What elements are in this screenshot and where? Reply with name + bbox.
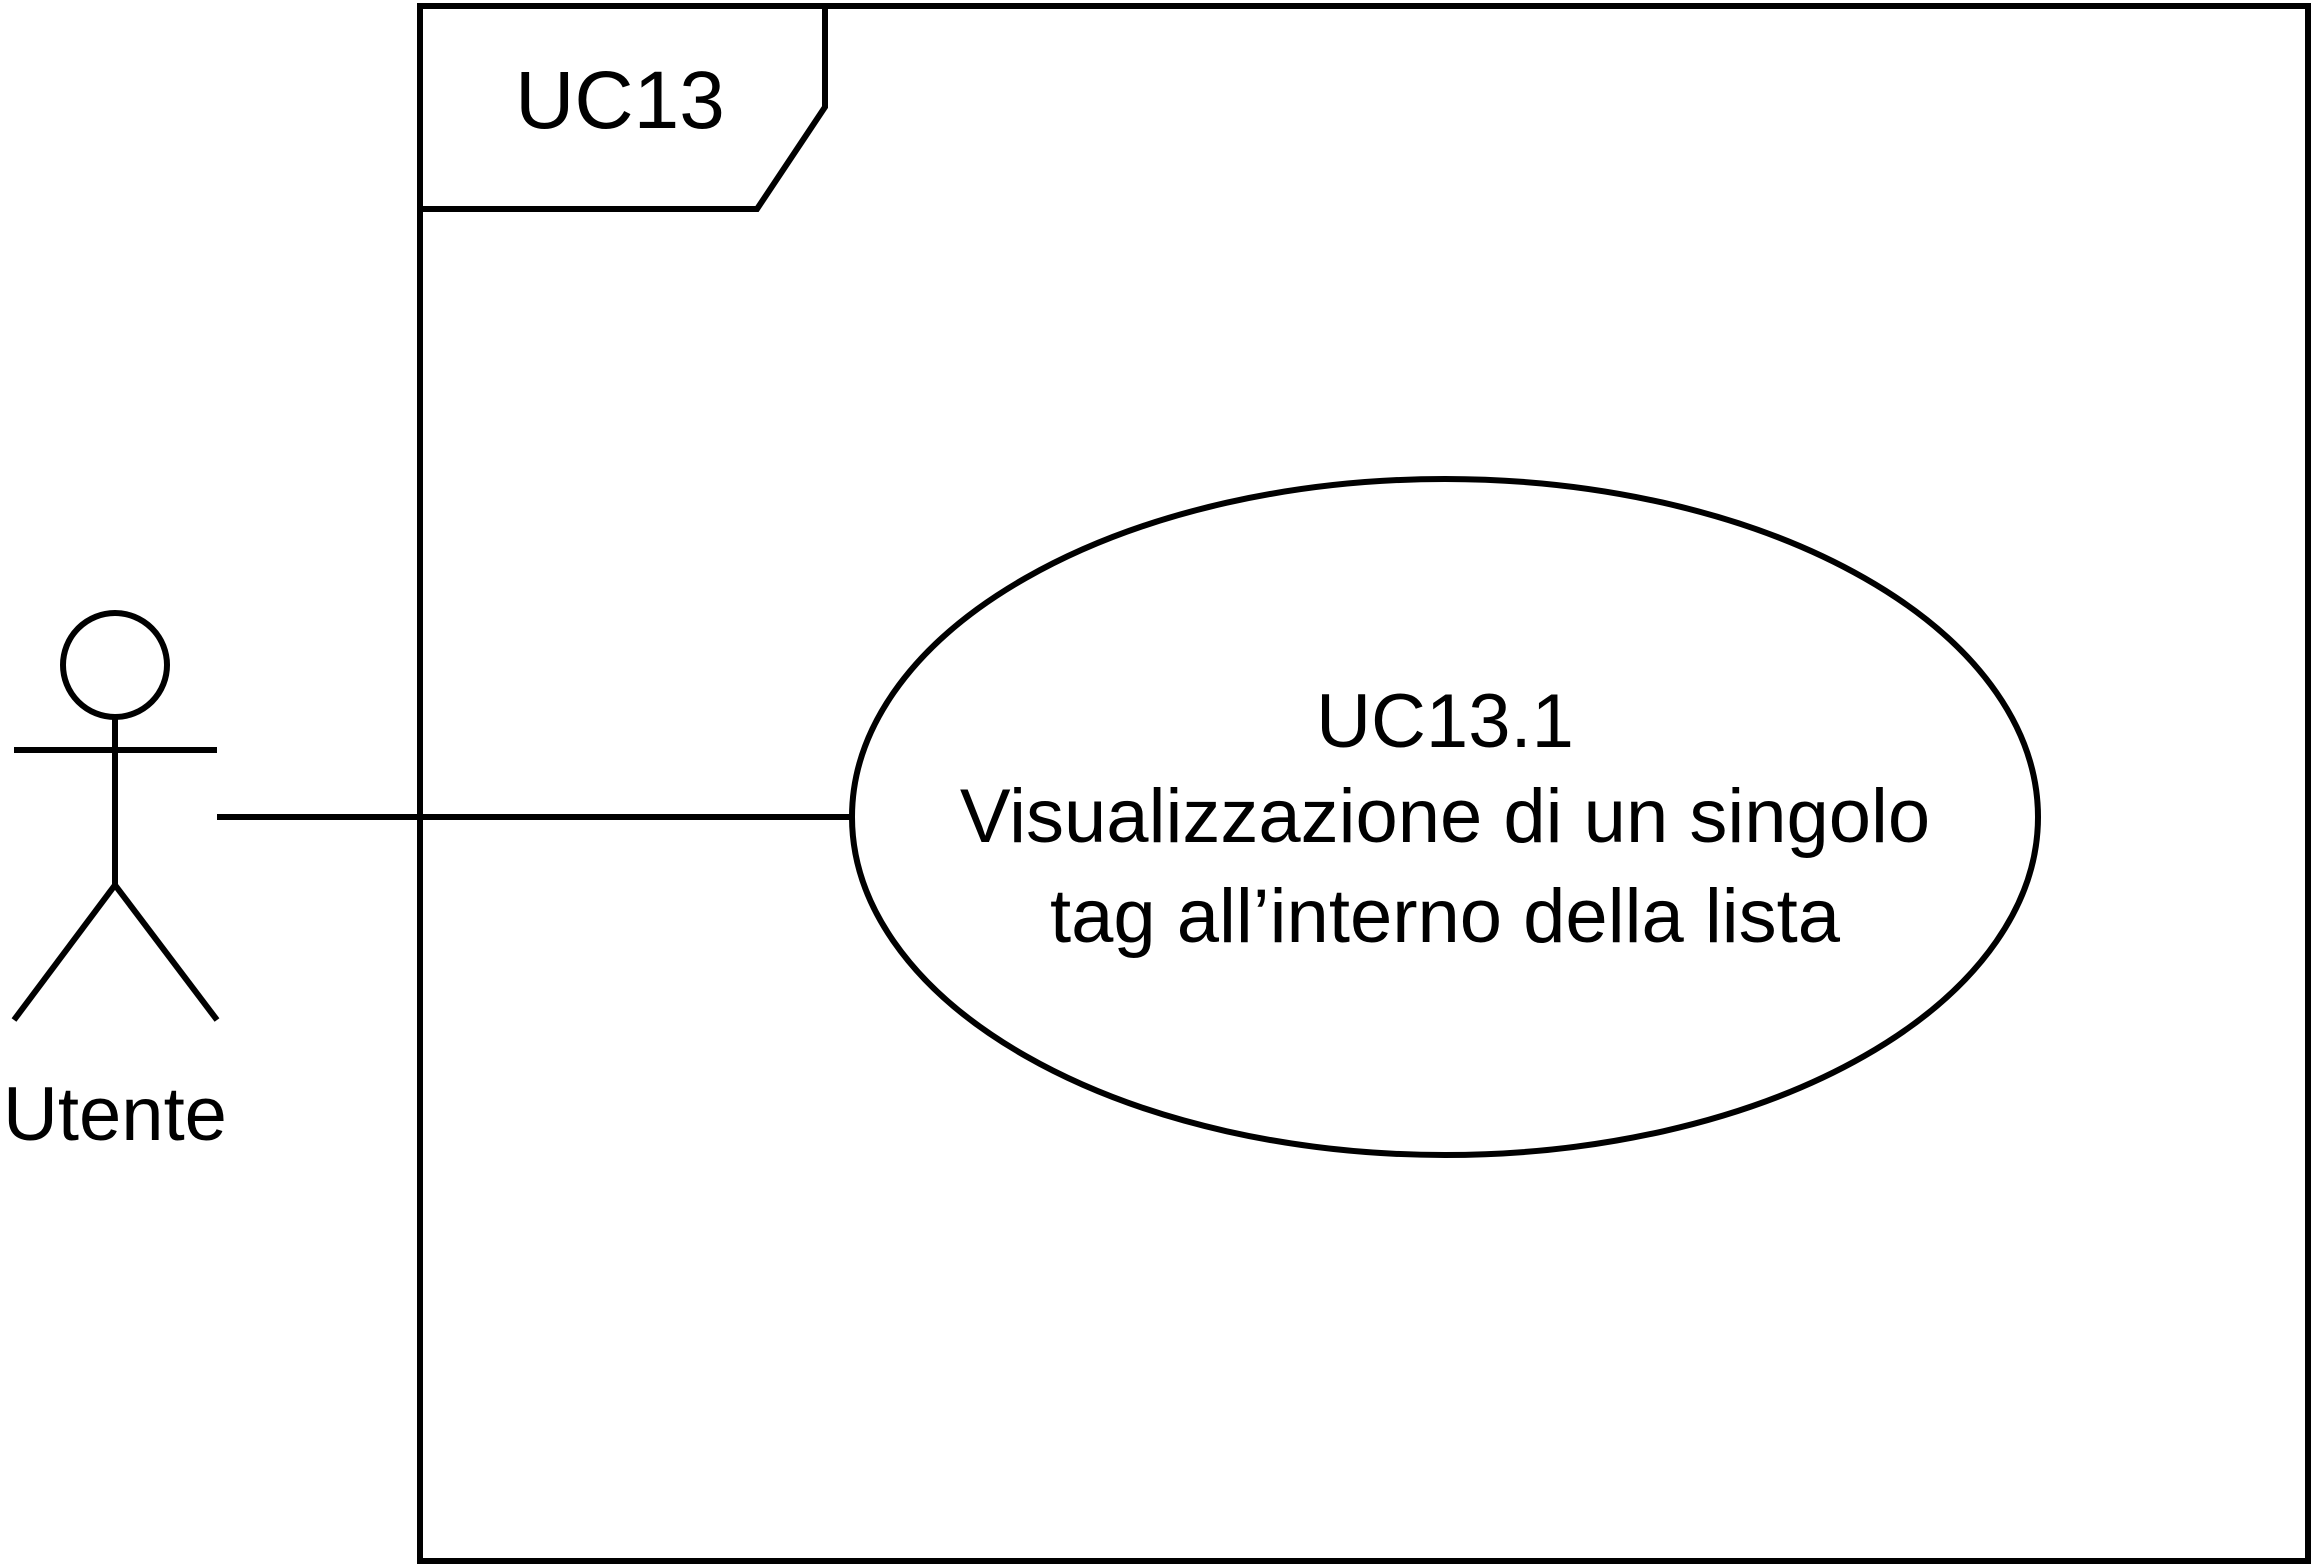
frame-label: UC13: [515, 55, 725, 146]
actor-left-leg: [11, 883, 118, 1022]
system-boundary: [417, 3, 2311, 1564]
use-case-title-line1: Visualizzazione di un singolo: [960, 774, 1930, 859]
use-case-uc13-1: UC13.1 Visualizzazione di un singolo tag…: [849, 476, 2041, 1158]
use-case-id: UC13.1: [1316, 679, 1574, 764]
frame-name-tab: [420, 6, 828, 212]
actor-right-leg: [112, 883, 220, 1022]
actor-head: [60, 610, 170, 720]
actor-utente: Utente: [3, 610, 227, 1157]
use-case-title-line2: tag all’interno della lista: [1050, 874, 1841, 959]
use-case-ellipse: [849, 476, 2041, 1158]
actor-name: Utente: [3, 1072, 227, 1157]
